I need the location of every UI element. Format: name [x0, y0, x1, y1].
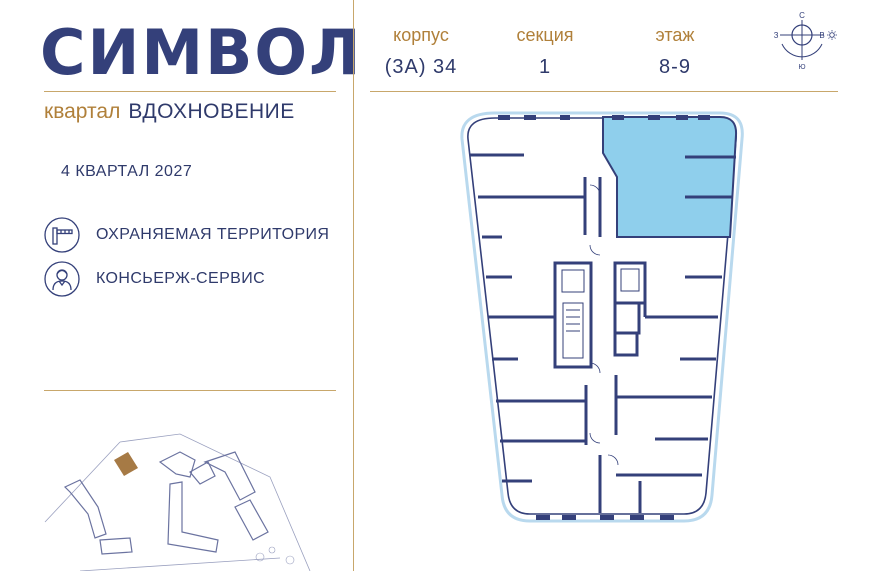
floor-info: этаж 8-9	[640, 25, 710, 79]
building-marker	[114, 452, 138, 476]
selected-apartment[interactable]	[602, 116, 738, 238]
compass-north: С	[799, 11, 805, 20]
feature-label: КОНСЬЕРЖ-СЕРВИС	[96, 270, 266, 287]
section-label: секция	[516, 25, 574, 45]
feature-label: ОХРАНЯЕМАЯ ТЕРРИТОРИЯ	[96, 226, 330, 243]
building-value: (3А) 34	[384, 56, 458, 78]
divider-middle-left	[44, 390, 336, 391]
floor-plan	[460, 111, 744, 523]
floor-label: этаж	[655, 25, 695, 45]
feature-guarded-territory: ОХРАНЯЕМАЯ ТЕРРИТОРИЯ	[44, 217, 329, 253]
divider-top-right	[370, 91, 838, 92]
building-label: корпус	[393, 25, 449, 45]
concierge-icon	[44, 261, 80, 297]
district: квартал ВДОХНОВЕНИЕ	[44, 100, 295, 124]
building-info: корпус (3А) 34	[376, 25, 466, 79]
completion-date: 4 КВАРТАЛ 2027	[61, 163, 193, 180]
divider-vertical	[353, 0, 354, 571]
site-plan	[44, 433, 311, 571]
district-name: ВДОХНОВЕНИЕ	[128, 100, 295, 123]
compass-south: Ю	[798, 64, 805, 71]
floor-value: 8-9	[659, 56, 691, 78]
brand-logo: СИМВОЛ	[40, 16, 363, 89]
section-value: 1	[538, 56, 552, 78]
barrier-icon	[44, 217, 80, 253]
feature-concierge: КОНСЬЕРЖ-СЕРВИС	[44, 261, 265, 297]
compass-east: В	[819, 31, 824, 40]
compass-icon: С Ю З В	[774, 11, 837, 71]
sun-icon	[827, 30, 837, 40]
section-info: секция 1	[505, 25, 585, 79]
divider-top-left	[44, 91, 336, 92]
compass-west: З	[774, 31, 779, 40]
district-label: квартал	[44, 100, 121, 123]
